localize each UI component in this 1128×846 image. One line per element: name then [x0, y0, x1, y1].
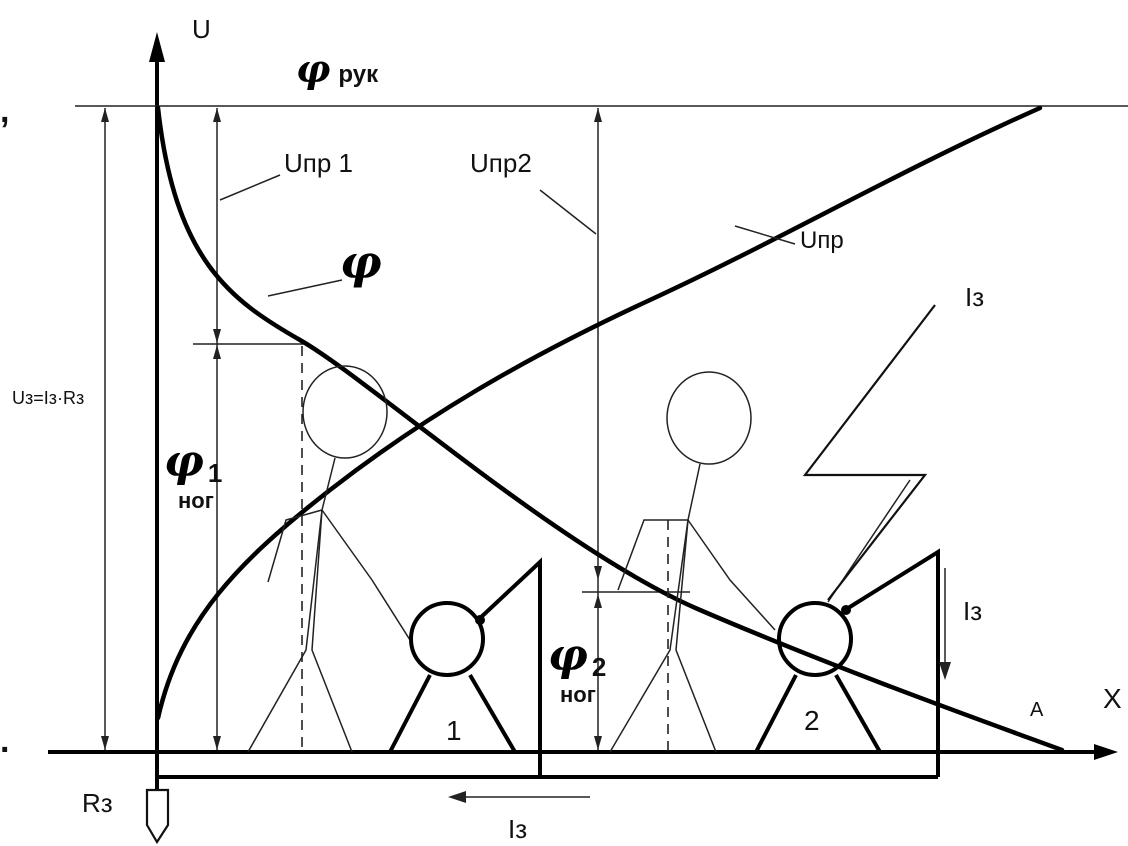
device-1-number: 1 — [446, 715, 462, 746]
i3-bottom-label: Iз — [508, 814, 527, 844]
r3-label: Rз — [82, 788, 113, 818]
u-axis-arrow — [149, 32, 165, 62]
device-2-number: 2 — [804, 705, 820, 736]
i3-upper-label: Iз — [965, 282, 984, 312]
phi2-label: φ 2 — [548, 630, 606, 682]
person-1-figure — [247, 346, 411, 753]
upr2-label: Uпр2 — [470, 148, 532, 178]
grounding-bus — [145, 752, 940, 845]
upr-touch-voltage-curve — [155, 105, 1043, 721]
upr2-leader — [539, 189, 597, 235]
electrical-device-1 — [388, 557, 542, 754]
current-arrow-bottom — [448, 791, 590, 803]
person2-dimension — [582, 108, 690, 750]
fault-lightning-icon — [802, 304, 936, 601]
edge-dot: . — [0, 722, 9, 760]
u-axis-label: U — [192, 14, 211, 44]
current-arrow-right — [939, 568, 951, 680]
phi-leader — [267, 279, 343, 297]
edge-comma: , — [0, 92, 9, 130]
upr1-label: Uпр 1 — [284, 148, 353, 178]
i3-right-label: Iз — [963, 596, 982, 626]
x-axis-arrow — [1094, 744, 1118, 760]
phi-potential-curve — [155, 105, 1065, 753]
upr-leader — [734, 225, 796, 245]
upr1-leader — [219, 174, 281, 201]
axes — [48, 32, 1118, 760]
phi-label: φ — [340, 235, 382, 289]
phi1-label: φ 1 — [164, 436, 222, 488]
electrical-device-2 — [754, 548, 940, 753]
x-axis-label: X — [1103, 683, 1122, 714]
phi-ruk-label: φ рук — [296, 46, 379, 91]
upr-label: Uпр — [800, 227, 844, 254]
u3-dimension — [101, 108, 109, 750]
person1-dimension — [193, 108, 304, 750]
phi2-subscript: ног — [560, 682, 596, 707]
phi1-subscript: ног — [178, 488, 214, 513]
point-a-label: A — [1030, 699, 1044, 721]
u3-formula-label: Uз=Iз·Rз — [12, 388, 84, 408]
person-2-figure — [609, 371, 776, 753]
ground-electrode-icon — [145, 788, 170, 845]
